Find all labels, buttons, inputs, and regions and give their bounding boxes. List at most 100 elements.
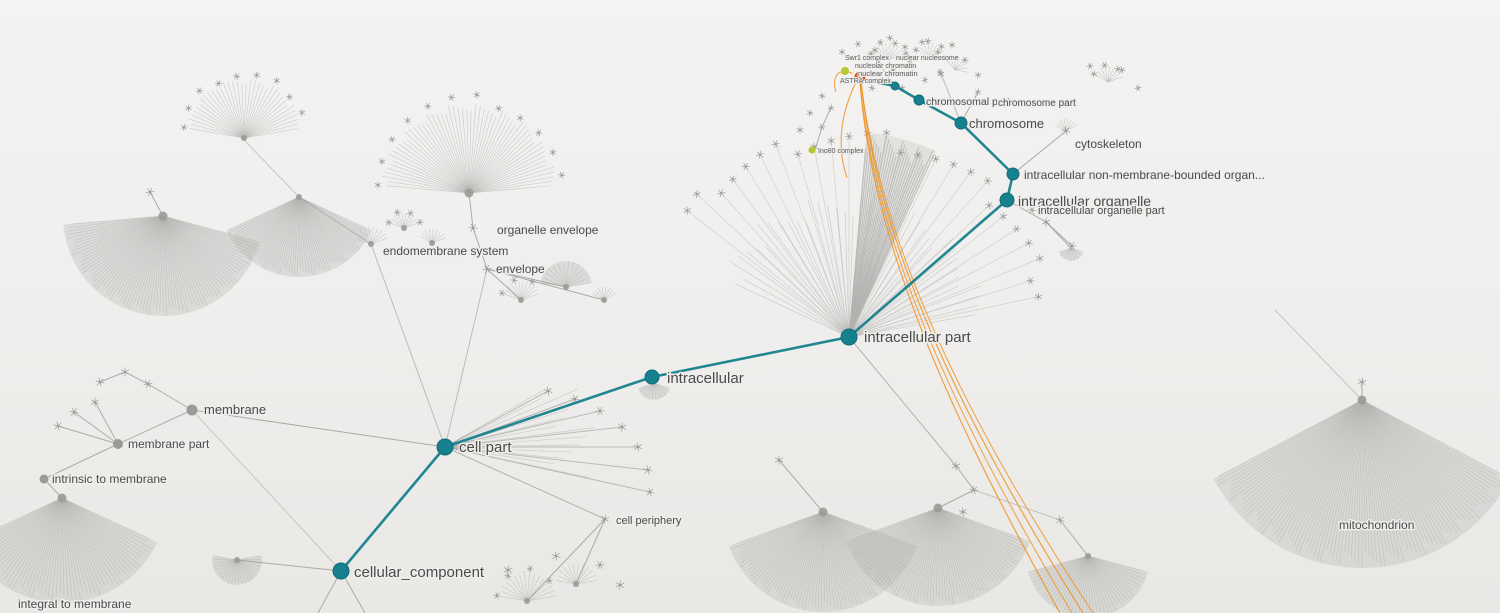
node-label[interactable]: nuclear chromatin: [857, 68, 919, 79]
term-node-star[interactable]: [615, 580, 625, 590]
term-node-star[interactable]: [498, 289, 506, 297]
term-node-star[interactable]: [273, 77, 281, 85]
term-node-star[interactable]: [906, 58, 914, 66]
node-label[interactable]: envelope: [495, 261, 547, 278]
term-node-star[interactable]: [143, 379, 153, 389]
term-node-star[interactable]: [818, 92, 826, 100]
term-node-star[interactable]: [447, 93, 455, 101]
term-node-star[interactable]: [844, 132, 854, 141]
node-label[interactable]: mitochondrion: [1338, 517, 1416, 534]
term-node-star[interactable]: [503, 565, 513, 575]
term-node-star[interactable]: [551, 551, 561, 561]
term-node-star[interactable]: [918, 38, 926, 46]
term-node-star[interactable]: [545, 577, 553, 585]
node-label[interactable]: cell periphery: [615, 514, 684, 529]
term-node-star[interactable]: [983, 177, 992, 185]
term-node-star[interactable]: [717, 189, 726, 198]
term-node-star[interactable]: [867, 50, 875, 58]
term-node-star[interactable]: [253, 71, 261, 79]
term-node-star[interactable]: [388, 135, 396, 143]
graph-node-gray[interactable]: [39, 474, 49, 484]
term-node-star[interactable]: [882, 128, 891, 137]
term-node-star[interactable]: [543, 386, 553, 396]
term-node-star[interactable]: [90, 397, 100, 407]
term-node-star[interactable]: [1036, 254, 1044, 263]
term-node-star[interactable]: [374, 181, 382, 189]
term-node-star[interactable]: [617, 422, 627, 432]
graph-node-intracellular-organelle[interactable]: [999, 192, 1015, 208]
term-node-star[interactable]: [914, 151, 923, 159]
term-node-star[interactable]: [692, 190, 701, 199]
term-node-star[interactable]: [756, 150, 764, 159]
term-node-star[interactable]: [886, 34, 894, 42]
node-label[interactable]: intrinsic to membrane: [51, 471, 169, 488]
term-node-star[interactable]: [185, 104, 192, 112]
term-node-star[interactable]: [180, 123, 188, 131]
node-label[interactable]: nuclear nucleosome: [895, 54, 960, 63]
term-node-star[interactable]: [741, 162, 750, 171]
graph-node-intracellular-part[interactable]: [840, 328, 858, 346]
term-node-star[interactable]: [728, 175, 737, 184]
term-node-star[interactable]: [901, 43, 909, 51]
term-node-star[interactable]: [974, 71, 982, 79]
term-node-star[interactable]: [871, 46, 879, 54]
term-node-star[interactable]: [854, 40, 862, 48]
term-node-star[interactable]: [949, 160, 958, 169]
term-node-star[interactable]: [643, 465, 653, 475]
term-node-star[interactable]: [645, 487, 655, 497]
term-node-star[interactable]: [393, 208, 401, 216]
term-node-star[interactable]: [424, 102, 432, 110]
node-label[interactable]: intracellular part: [863, 328, 974, 348]
term-node-star[interactable]: [934, 48, 942, 56]
term-node-star[interactable]: [958, 507, 968, 517]
term-node-star[interactable]: [912, 46, 920, 54]
fan-hub[interactable]: [401, 225, 407, 231]
term-node-star[interactable]: [966, 167, 975, 176]
term-node-star[interactable]: [827, 104, 835, 112]
term-node-star[interactable]: [633, 442, 643, 452]
node-label[interactable]: chromosome: [968, 115, 1046, 133]
term-node-star[interactable]: [595, 560, 605, 570]
term-node-star[interactable]: [948, 41, 956, 49]
node-label[interactable]: ASTRA complex: [839, 77, 892, 86]
term-node-star[interactable]: [558, 171, 566, 179]
term-node-star[interactable]: [53, 421, 63, 431]
term-node-star[interactable]: [378, 157, 386, 165]
term-node-star[interactable]: [195, 87, 203, 95]
graph-node-gray[interactable]: [186, 404, 198, 416]
term-node-star[interactable]: [999, 212, 1008, 221]
term-node-star[interactable]: [931, 154, 940, 163]
term-node-star[interactable]: [961, 56, 969, 64]
fan-hub[interactable]: [241, 135, 247, 141]
term-node-star[interactable]: [683, 206, 691, 215]
term-node-star[interactable]: [969, 485, 979, 495]
term-node-star[interactable]: [1041, 217, 1051, 227]
node-label[interactable]: cytoskeleton: [1074, 136, 1144, 153]
graph-node-intracellular[interactable]: [644, 369, 660, 385]
term-node-star[interactable]: [1086, 62, 1094, 70]
term-node-star[interactable]: [1012, 225, 1021, 233]
term-node-star[interactable]: [1134, 84, 1142, 92]
term-node-star[interactable]: [1061, 126, 1071, 136]
graph-node-green-term[interactable]: [841, 67, 849, 75]
term-node-star[interactable]: [298, 109, 306, 117]
graph-node-highlighted-term[interactable]: [854, 71, 866, 83]
term-node-star[interactable]: [549, 148, 557, 156]
graph-node-chromosome[interactable]: [954, 116, 968, 130]
node-label[interactable]: organelle envelope: [496, 222, 601, 239]
term-node-star[interactable]: [516, 114, 524, 122]
term-node-star[interactable]: [504, 572, 512, 580]
term-node-star[interactable]: [95, 377, 105, 387]
term-node-star[interactable]: [838, 48, 846, 56]
term-node-star[interactable]: [1090, 70, 1098, 78]
term-node-star[interactable]: [416, 218, 424, 226]
term-node-star[interactable]: [796, 126, 804, 134]
term-node-star[interactable]: [69, 407, 79, 417]
node-label[interactable]: cellular_component: [353, 563, 487, 583]
node-label[interactable]: cell part: [458, 438, 514, 458]
node-label[interactable]: nucleolar chromatin: [854, 62, 917, 71]
term-node-star[interactable]: [1024, 239, 1033, 247]
term-node-star[interactable]: [535, 129, 543, 137]
term-node-star[interactable]: [806, 109, 814, 117]
